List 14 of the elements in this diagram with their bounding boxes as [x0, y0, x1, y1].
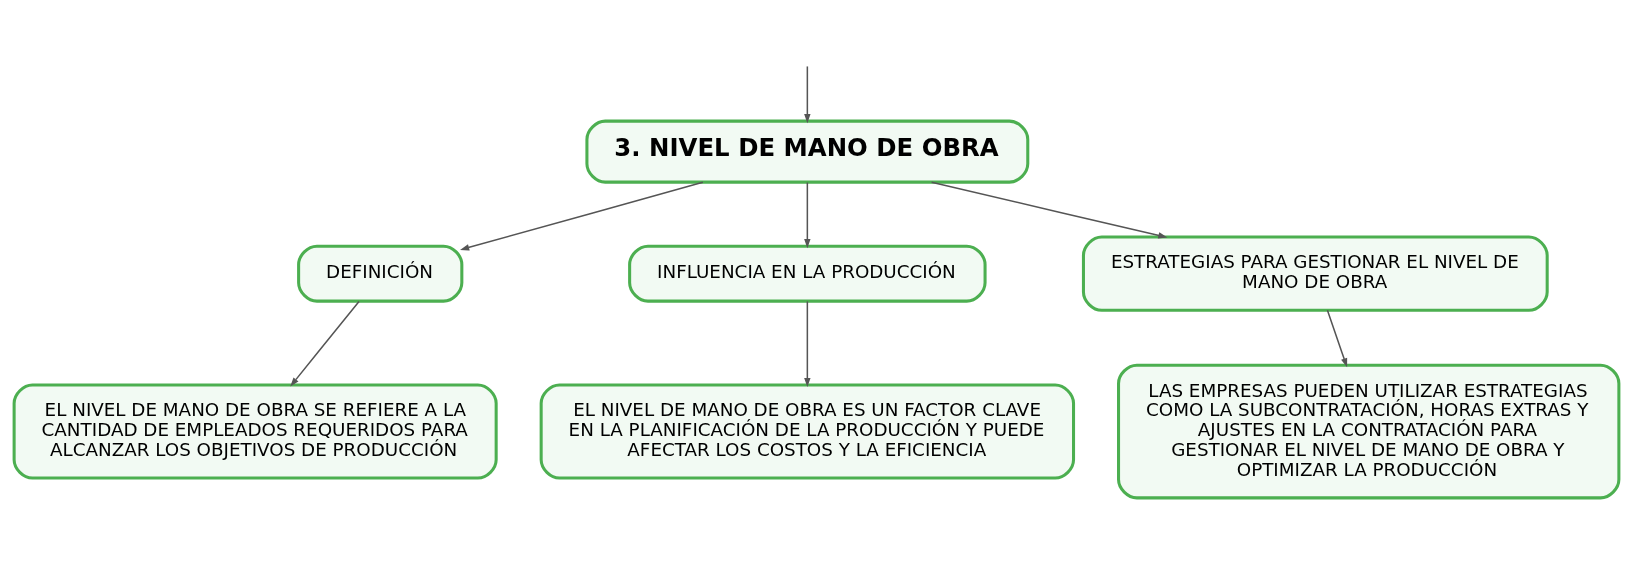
node-box: EL NIVEL DE MANO DE OBRA ES UN FACTOR CLAVE EN LA PLANIFICACIÓN DE LA PRODUCCIÓN Y PUEDE AFECTAR LOS COSTOS Y LA EFICIENCIA: [539, 383, 1076, 480]
node-box: ESTRATEGIAS PARA GESTIONAR EL NIVEL DE MANO DE OBRA: [1081, 235, 1549, 312]
arrow: [804, 300, 811, 387]
arrow: [930, 181, 1168, 239]
arrow: [460, 181, 704, 251]
arrow: [804, 65, 811, 123]
node-box: DEFINICIÓN: [297, 244, 464, 303]
arrow: [1326, 309, 1348, 367]
node-box: LAS EMPRESAS PUEDEN UTILIZAR ESTRATEGIAS COMO LA SUBCONTRATACIÓN, HORAS EXTRAS Y AJUSTES EN LA CONTRATACIÓN PARA GESTIONAR EL NIVEL DE MANO DE OBRA Y OPTIMIZAR LA PRODUCCIÓN: [1117, 363, 1621, 499]
node-box: INFLUENCIA EN LA PRODUCCIÓN: [628, 244, 987, 303]
arrow: [804, 181, 811, 248]
node-box: EL NIVEL DE MANO DE OBRA SE REFIERE A LA CANTIDAD DE EMPLEADOS REQUERIDOS PARA ALCANZAR LOS OBJETIVOS DE PRODUCCIÓN: [12, 383, 498, 480]
node-box: 3. NIVEL DE MANO DE OBRA: [585, 119, 1030, 184]
arrow: [290, 300, 360, 387]
